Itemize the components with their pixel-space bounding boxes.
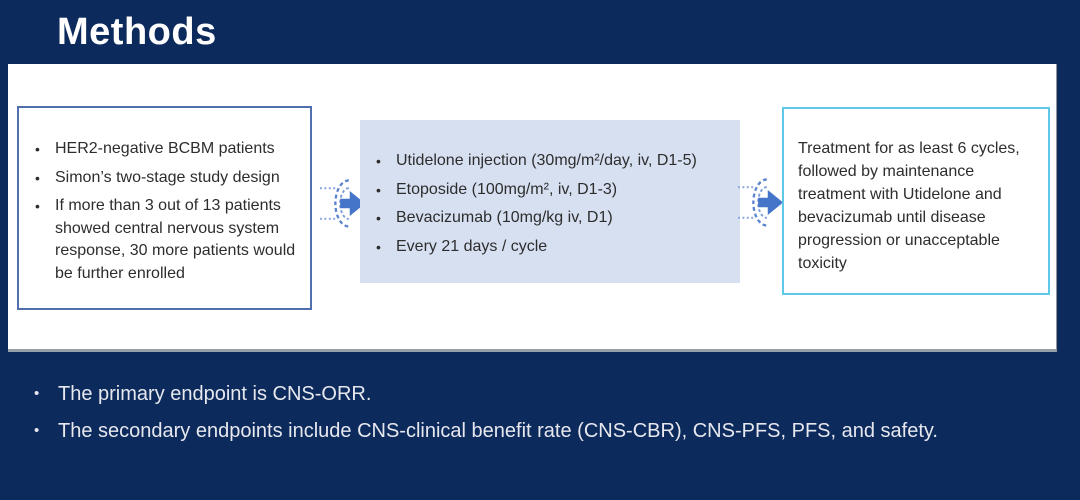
bullet-marker: •: [376, 238, 381, 255]
list-item-text: HER2-negative BCBM patients: [55, 140, 275, 157]
bullet-marker: •: [35, 169, 40, 186]
bullet-marker: •: [34, 385, 40, 402]
list-item: • Utidelone injection (30mg/m²/day, iv, …: [376, 150, 730, 173]
content-panel: • HER2-negative BCBM patients • Simon’s …: [8, 64, 1057, 352]
list-item: • HER2-negative BCBM patients: [35, 138, 298, 161]
endpoint-text: The primary endpoint is CNS-ORR.: [58, 383, 372, 405]
list-item: • Simon’s two-stage study design: [35, 167, 298, 190]
list-item: • If more than 3 out of 13 patients show…: [35, 195, 298, 285]
page-title: Methods: [57, 11, 217, 53]
endpoint-item: • The primary endpoint is CNS-ORR.: [27, 381, 1057, 407]
list-item: • Bevacizumab (10mg/kg iv, D1): [376, 207, 730, 230]
list-item: • Every 21 days / cycle: [376, 236, 730, 259]
list-item-text: Every 21 days / cycle: [396, 237, 548, 255]
endpoint-text: The secondary endpoints include CNS-clin…: [58, 420, 938, 442]
bullet-marker: •: [35, 141, 40, 157]
flow-arrow-right-icon: [320, 179, 366, 228]
treatment-regimen-box: • Utidelone injection (30mg/m²/day, iv, …: [360, 120, 740, 283]
study-design-box: • HER2-negative BCBM patients • Simon’s …: [17, 106, 312, 310]
list-item-text: Simon’s two-stage study design: [55, 168, 280, 186]
bullet-marker: •: [35, 198, 40, 214]
list-item-text: Etoposide (100mg/m², iv, D1-3): [396, 180, 618, 198]
bullet-marker: •: [376, 153, 381, 169]
maintenance-treatment-box: Treatment for as least 6 cycles, followe…: [782, 107, 1050, 295]
list-item-text: Utidelone injection (30mg/m²/day, iv, D1…: [396, 152, 697, 169]
box-text: Treatment for as least 6 cycles, followe…: [798, 140, 1020, 272]
list-item-text: Bevacizumab (10mg/kg iv, D1): [396, 209, 613, 226]
list-item: • Etoposide (100mg/m², iv, D1-3): [376, 179, 730, 202]
endpoints-list: • The primary endpoint is CNS-ORR. • The…: [27, 381, 1057, 455]
bullet-marker: •: [376, 210, 381, 226]
bullet-marker: •: [34, 422, 40, 439]
bullet-marker: •: [376, 181, 381, 198]
flow-arrow-right-icon: [738, 178, 784, 227]
endpoint-item: • The secondary endpoints include CNS-cl…: [27, 418, 1057, 444]
list-item-text: If more than 3 out of 13 patients showed…: [55, 197, 296, 282]
